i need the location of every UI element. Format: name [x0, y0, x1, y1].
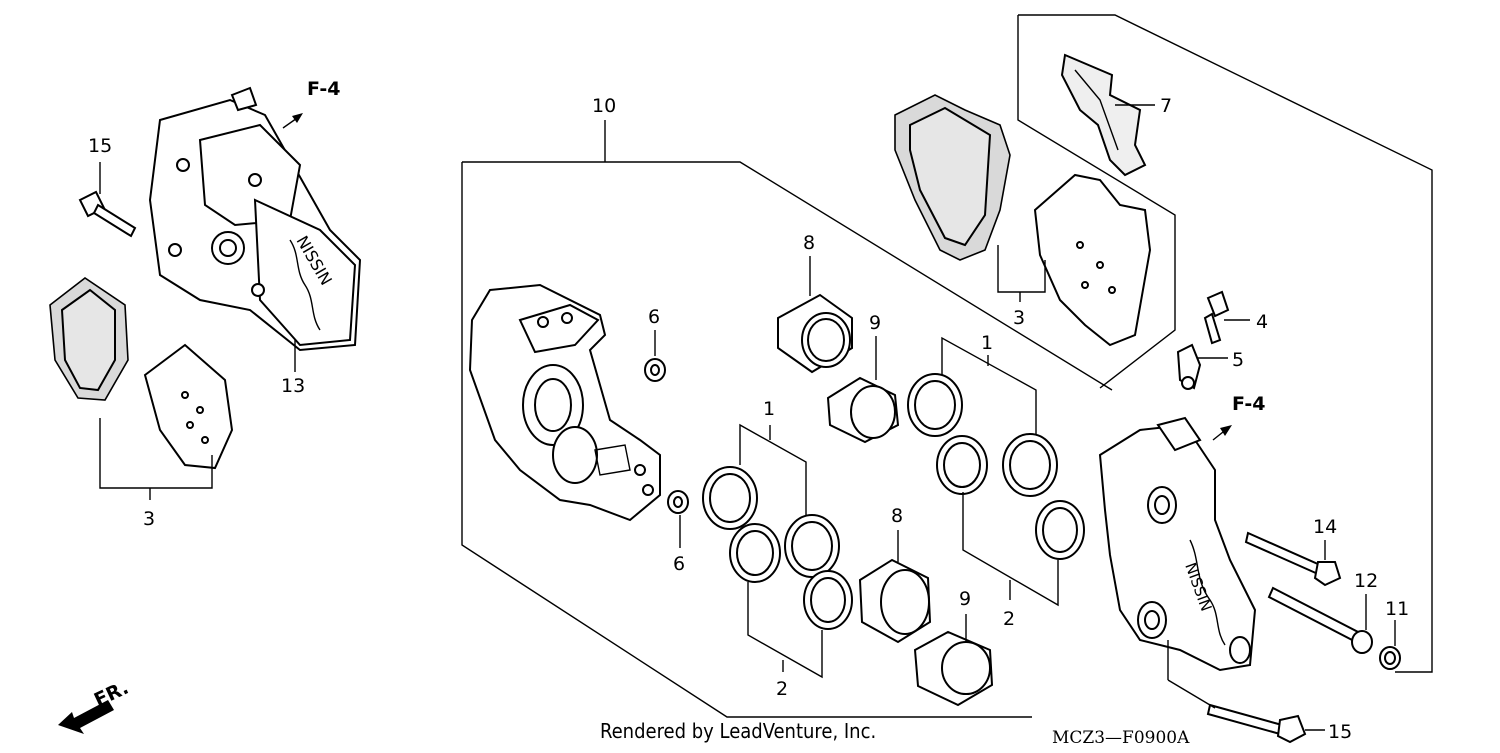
right-caliper-body: NISSIN [1098, 416, 1257, 680]
pin-plug [1379, 620, 1401, 670]
right-brake-pads [894, 94, 1152, 347]
caliper-bolt-upper [1244, 531, 1342, 587]
callout-4: 4 [1256, 311, 1268, 333]
callout-6-upper: 6 [648, 306, 660, 328]
callout-11: 11 [1385, 598, 1409, 620]
piston-small-upper [826, 336, 900, 444]
callout-14: 14 [1313, 516, 1337, 538]
callout-3-left: 3 [143, 508, 155, 530]
pad-kit-outline [1017, 14, 1433, 673]
piston-upper [777, 256, 853, 374]
callout-8-upper: 8 [803, 232, 815, 254]
callout-3-right: 3 [1013, 307, 1025, 329]
washer-upper [644, 330, 666, 382]
bleeder-bolt [1203, 290, 1250, 345]
pad-pin [1267, 586, 1373, 654]
callout-2-right: 2 [1003, 608, 1015, 630]
callout-1-left: 1 [763, 398, 775, 420]
seal-kit-outline [461, 120, 1113, 718]
piston-lower [858, 530, 932, 644]
ref-label-left: F-4 [307, 78, 341, 100]
piston-small-lower [913, 614, 994, 707]
left-caliper-assembly: NISSIN [78, 86, 362, 372]
bleeder-cap [1176, 343, 1228, 390]
caliper-half [468, 283, 661, 522]
washer-lower [667, 490, 689, 548]
callout-1-right: 1 [981, 332, 993, 354]
callout-9-upper: 9 [869, 312, 881, 334]
seal-set-left [702, 423, 853, 679]
caliper-bolt-lower [1167, 679, 1325, 744]
callout-9-lower: 9 [959, 588, 971, 610]
callout-13: 13 [281, 375, 305, 397]
left-brake-pads [49, 277, 234, 500]
seal-set-right [907, 336, 1085, 607]
diagram-code: MCZ3—F0900A [1052, 728, 1190, 748]
callout-10: 10 [592, 95, 616, 117]
callout-2-left: 2 [776, 678, 788, 700]
pad-spring [1060, 53, 1155, 177]
callout-7: 7 [1160, 95, 1172, 117]
callout-8-lower: 8 [891, 505, 903, 527]
callout-6-lower: 6 [673, 553, 685, 575]
callout-5: 5 [1232, 349, 1244, 371]
callout-15-left: 15 [88, 135, 112, 157]
front-arrow-icon [58, 700, 114, 734]
callout-12: 12 [1354, 570, 1378, 592]
callout-15-right: 15 [1328, 721, 1352, 743]
footer-credit: Rendered by LeadVenture, Inc. [600, 719, 876, 743]
ref-label-right: F-4 [1232, 393, 1266, 415]
